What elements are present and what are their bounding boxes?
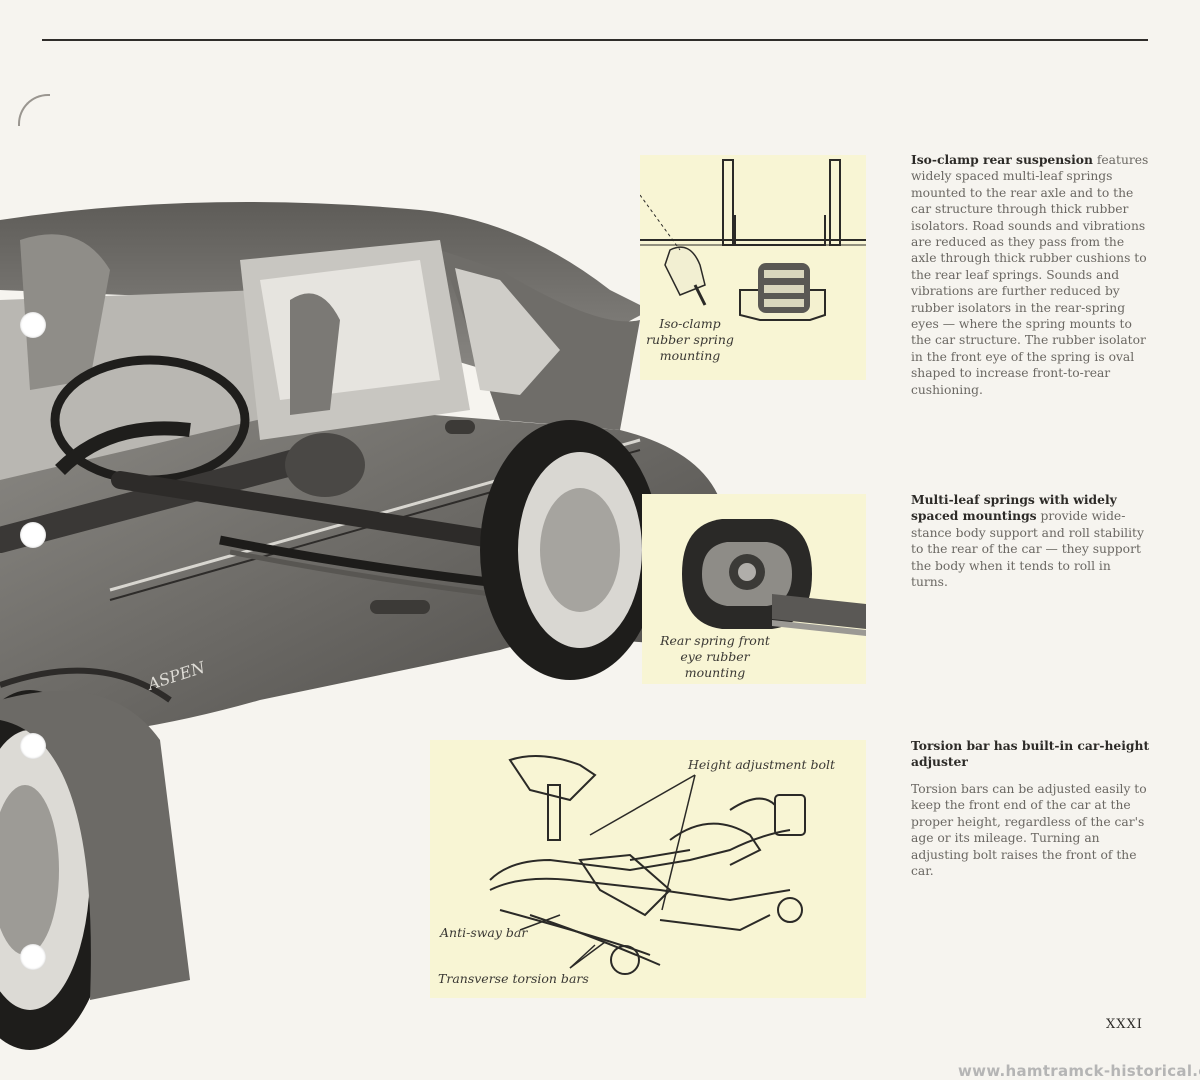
torsion-heading: Torsion bar has built-in car-height adju… [911, 738, 1150, 770]
multileaf-heading: Multi-leaf springs with widely spaced mo… [911, 492, 1117, 524]
car-cutaway-illustration: ASPEN [0, 202, 720, 1050]
anti-sway-label: Anti-sway bar [440, 925, 528, 940]
binder-hole [20, 944, 46, 970]
torsion-bars-label: Transverse torsion bars [438, 971, 589, 986]
torsion-bar-diagram [489, 755, 806, 975]
height-bolt-label: Height adjustment bolt [688, 757, 836, 772]
spring-eye-diagram [682, 519, 866, 636]
torsion-bar-inset: Height adjustment bolt Anti-sway bar Tra… [430, 740, 866, 998]
binder-hole [20, 733, 46, 759]
watermark: www.hamtramck-historical.com [958, 1062, 1200, 1080]
top-rule [42, 39, 1148, 41]
spring-eye-caption: Rear spring front eye rubber mounting [660, 633, 770, 680]
torsion-body: Torsion bars can be adjusted easily to k… [911, 782, 1147, 879]
multileaf-body: provide wide-stance body support and rol… [911, 509, 1144, 590]
multileaf-section: Multi-leaf springs with widely spaced mo… [911, 492, 1151, 590]
isoclamp-section: Iso-clamp rear suspension features widel… [911, 152, 1151, 398]
page-corner-mark [18, 94, 50, 126]
spring-eye-inset [642, 494, 866, 684]
iso-clamp-diagram [640, 159, 866, 321]
page-number: XXXI [1106, 1017, 1143, 1032]
isoclamp-heading: Iso-clamp rear suspension [911, 152, 1093, 167]
isoclamp-body: features widely spaced multi-leaf spring… [911, 153, 1149, 397]
binder-hole [20, 522, 46, 548]
iso-clamp-caption: Iso-clamp rubber spring mounting [646, 316, 734, 363]
binder-hole [20, 312, 46, 338]
iso-clamp-inset [640, 155, 866, 380]
